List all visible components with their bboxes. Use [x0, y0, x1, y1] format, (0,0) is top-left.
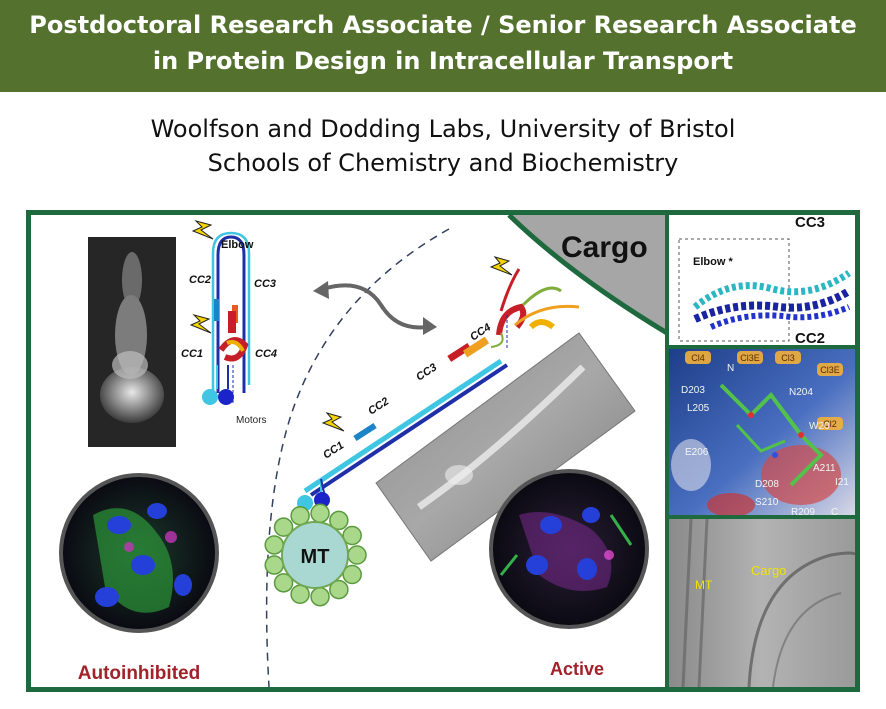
cell-image-active [489, 469, 649, 629]
structure-cc3-label: CC3 [795, 215, 825, 231]
surface-tag-box [775, 351, 801, 364]
tubulin-bead [329, 579, 349, 600]
surface-tag-box [817, 363, 843, 376]
surface-residue-label: C [831, 507, 838, 518]
title-line-1: Postdoctoral Research Associate / Senior… [29, 11, 857, 39]
surface-tag-label: Cl2 [823, 419, 837, 429]
active-label: Active [550, 659, 604, 679]
helix-bundle [692, 270, 852, 330]
mt-tubulin-ring [264, 503, 367, 607]
diagram-motors-label: Motors [236, 415, 267, 426]
diagram-cc1-label: CC1 [181, 348, 203, 360]
main-cc2-label: CC2 [366, 395, 391, 417]
structure-cc2-label: CC2 [795, 330, 825, 347]
structure-elbow-label: Elbow * [693, 256, 733, 268]
tubulin-bead [310, 503, 330, 524]
tubulin-bead [342, 525, 362, 546]
transition-arrow [313, 281, 437, 335]
header-banner: Postdoctoral Research Associate / Senior… [0, 0, 886, 92]
surface-tag-box [817, 417, 843, 430]
diagram-cc2-label: CC2 [189, 274, 211, 286]
tubulin-bead [329, 510, 349, 531]
autoinhibited-label: Autoinhibited [78, 663, 200, 684]
mt-label: MT [301, 546, 330, 568]
surface-residue-label: R209 [791, 507, 815, 518]
tomogram-cargo-label: Cargo [751, 563, 786, 578]
figure-frame: Elbow CC2 CC3 CC1 CC4 Motors Cargo [26, 210, 860, 692]
tubulin-bead [264, 555, 284, 575]
surface-tag-label: Cl3E [820, 365, 840, 375]
tubulin-bead [290, 505, 310, 526]
surface-residue-label: N [727, 363, 734, 374]
cell-image-autoinhibited [59, 473, 219, 633]
autoinhibited-diagram: Elbow CC2 CC3 CC1 CC4 Motors [181, 220, 277, 426]
main-cc3-label: CC3 [414, 361, 439, 383]
membrane-boundary [265, 228, 450, 688]
surface-residue-label: S210 [755, 497, 779, 508]
em-micrograph-autoinhibited [88, 237, 176, 447]
tubulin-bead [273, 573, 294, 593]
surface-tag-box [737, 351, 763, 364]
surface-residue-label: W20 [809, 421, 830, 432]
figure-canvas: Elbow CC2 CC3 CC1 CC4 Motors Cargo [59, 213, 857, 688]
tubulin-bead [347, 545, 367, 565]
surface-residue-label: L205 [687, 403, 710, 414]
tubulin-bead [290, 584, 310, 605]
subtitle: Woolfson and Dodding Labs, University of… [0, 112, 886, 180]
main-cc1-label: CC1 [321, 439, 346, 461]
tubulin-bead [264, 535, 284, 555]
subtitle-line-1: Woolfson and Dodding Labs, University of… [150, 115, 736, 143]
surface-residue-label: E206 [685, 447, 709, 458]
structure-panel: CC3 Elbow * CC2 [665, 214, 855, 687]
surface-residue-label: I21 [835, 477, 849, 488]
tubulin-bead [273, 517, 294, 537]
tubulin-bead [342, 564, 362, 585]
diagram-elbow-label: Elbow [221, 239, 254, 251]
em-micrograph-extended [375, 332, 636, 562]
surface-residue-label: A211 [813, 463, 836, 474]
cargo-label: Cargo [561, 231, 648, 264]
microtubule-cross-section: MT [264, 503, 367, 607]
surface-residue-label: N204 [789, 387, 813, 398]
surface-residue-label: D203 [681, 385, 705, 396]
surface-residue-label: D208 [755, 479, 779, 490]
surface-tag-box [685, 351, 711, 364]
diagram-cc3-label: CC3 [254, 278, 276, 290]
subtitle-line-2: Schools of Chemistry and Biochemistry [207, 149, 679, 177]
cargo-vesicle: Cargo [507, 213, 669, 336]
surface-tag-label: Cl3 [781, 353, 795, 363]
tomogram-panel: MT Cargo [669, 518, 857, 688]
surface-tag-label: Cl4 [691, 353, 705, 363]
diagram-cc4-label: CC4 [255, 348, 277, 360]
tubulin-bead [310, 586, 330, 607]
surface-tag-label: Cl3E [740, 353, 760, 363]
tomogram-mt-label: MT [695, 578, 713, 592]
title-line-2: in Protein Design in Intracellular Trans… [152, 47, 734, 75]
